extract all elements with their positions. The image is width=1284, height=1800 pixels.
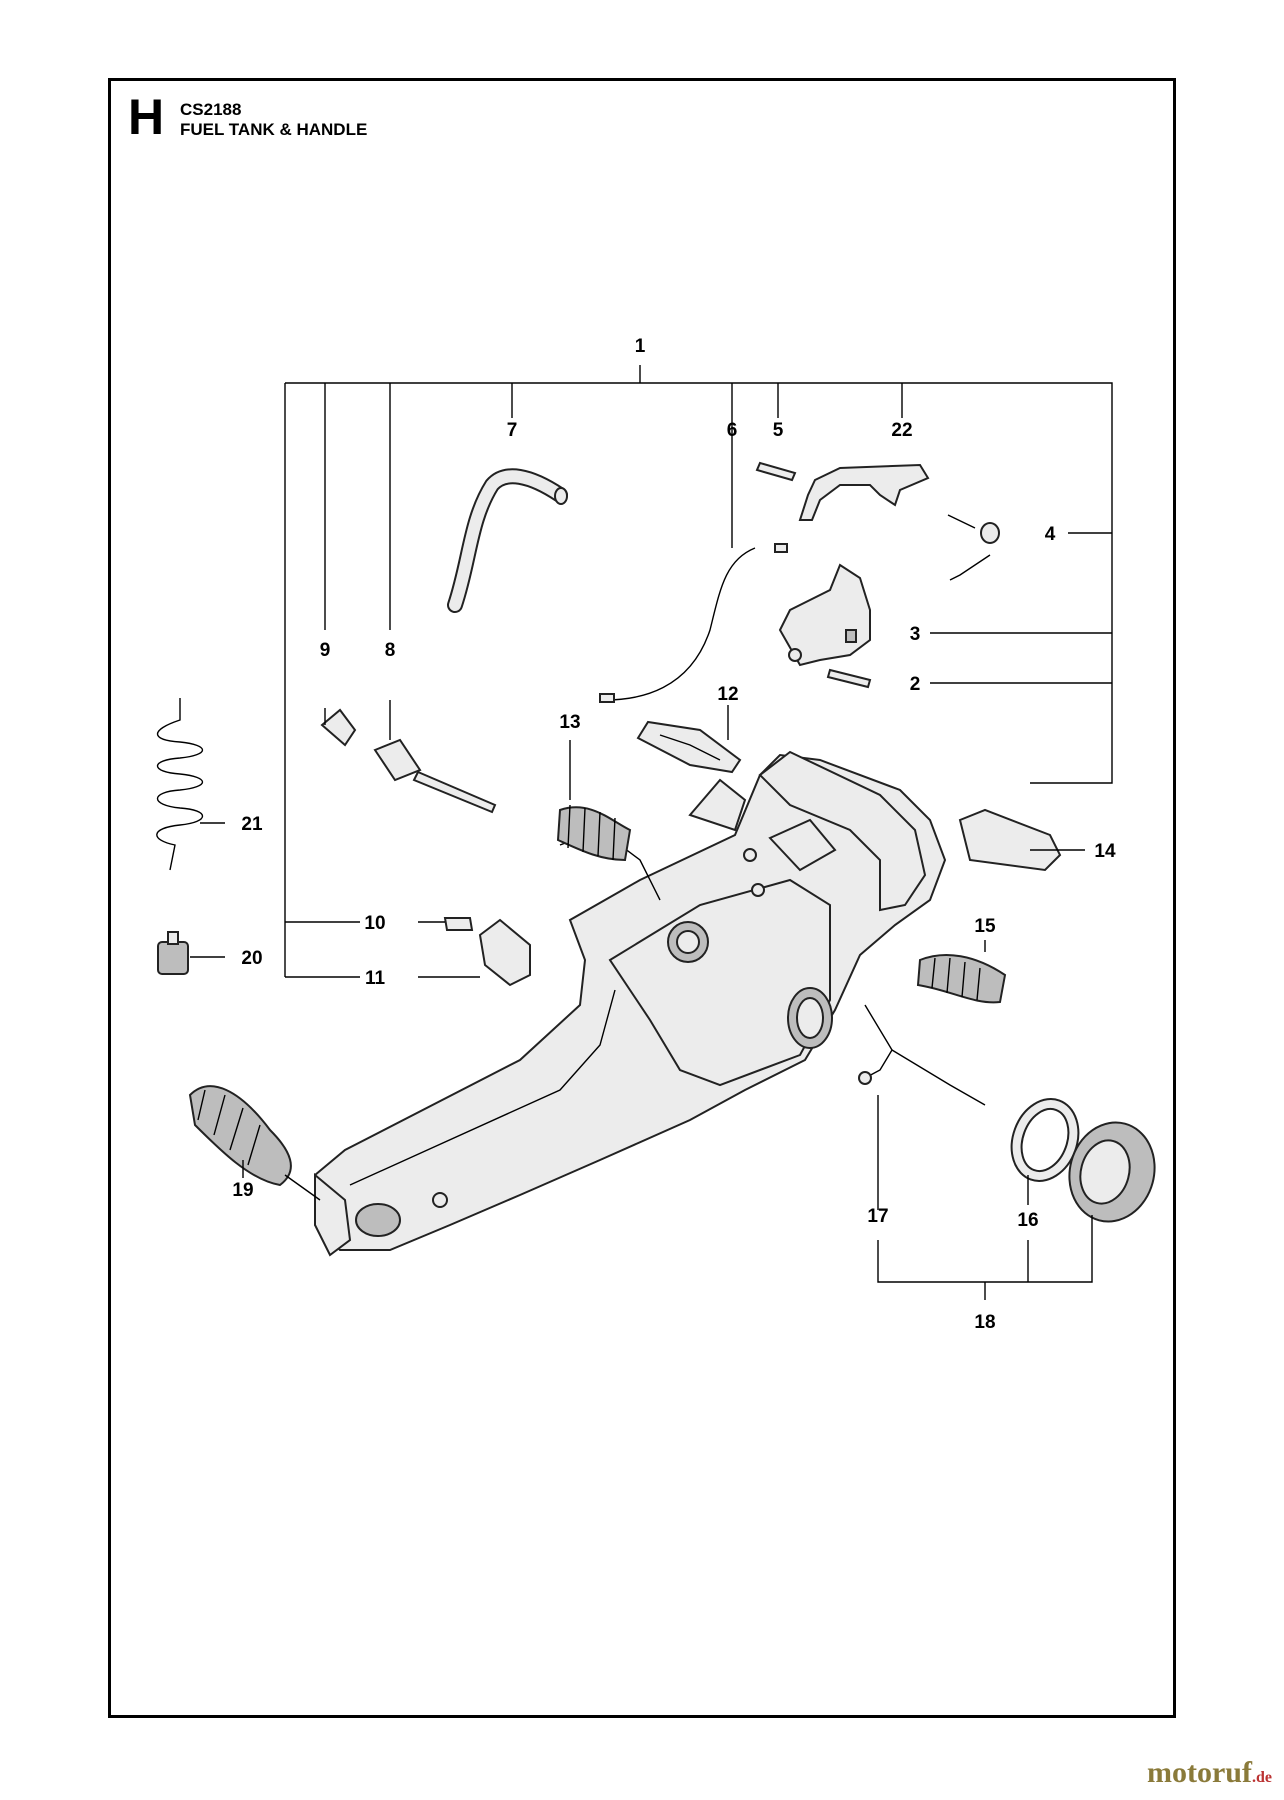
callout-1: 1 xyxy=(635,336,646,357)
part-12-air-filter-gasket xyxy=(636,720,742,774)
section-letter: H xyxy=(128,89,165,145)
callout-15: 15 xyxy=(974,916,996,937)
part-9-fitting xyxy=(320,708,357,747)
diagram-frame xyxy=(108,78,1176,1718)
part-10-screw xyxy=(443,917,474,931)
part-22-throttle-lockout xyxy=(798,463,930,521)
callout-8: 8 xyxy=(385,640,396,661)
callout-7: 7 xyxy=(507,420,518,441)
part-6-throttle-cable xyxy=(599,418,788,703)
part-21-fuel-pickup-hose xyxy=(156,698,225,871)
callout-6: 6 xyxy=(727,420,738,441)
callout-18: 18 xyxy=(974,1312,995,1333)
part-19-anti-vibration-spring xyxy=(188,1085,321,1201)
callout-17: 17 xyxy=(867,1206,888,1227)
callout-16: 16 xyxy=(1017,1210,1038,1231)
part-8-choke-rod xyxy=(373,700,497,814)
callout-19: 19 xyxy=(232,1180,253,1201)
watermark-logo: motoruf.de xyxy=(1147,1756,1272,1790)
assembly-1-bracket xyxy=(284,365,1113,978)
leader-lines xyxy=(418,705,1085,978)
callout-13: 13 xyxy=(559,712,580,733)
callout-14: 14 xyxy=(1094,841,1116,862)
part-3-throttle-trigger xyxy=(778,563,871,667)
part-14-handle-grip xyxy=(958,808,1062,872)
callout-12: 12 xyxy=(717,684,738,705)
part-5-pin xyxy=(755,461,797,482)
part-11-bracket xyxy=(478,918,531,987)
model-code: CS2188 xyxy=(180,100,242,119)
callout-4: 4 xyxy=(1045,524,1056,545)
section-title: FUEL TANK & HANDLE xyxy=(180,120,368,139)
callout-21: 21 xyxy=(241,814,263,835)
callout-20: 20 xyxy=(241,948,262,969)
part-20-fuel-filter xyxy=(157,931,225,975)
callout-11: 11 xyxy=(365,968,386,989)
part-7-fuel-hose xyxy=(447,468,568,613)
fuel-tank-handle-body xyxy=(314,750,947,1257)
watermark-text: motoruf xyxy=(1147,1756,1252,1789)
callout-2: 2 xyxy=(910,674,921,695)
assembly-18-bracket xyxy=(877,1240,1093,1300)
callout-9: 9 xyxy=(320,640,331,661)
callout-3: 3 xyxy=(910,624,921,645)
part-17-lever xyxy=(858,1004,986,1210)
callout-22: 22 xyxy=(891,420,912,441)
fuel-cap xyxy=(1068,1121,1156,1240)
watermark-suffix: .de xyxy=(1252,1769,1272,1786)
part-2-pin xyxy=(826,668,872,689)
callout-labels: 1 2 3 4 5 6 7 8 9 10 11 12 13 14 15 16 1… xyxy=(232,336,1116,1333)
part-4-spring xyxy=(947,514,1000,581)
part-15-anti-vibration-spring xyxy=(916,954,1007,1004)
part-16-gasket-ring xyxy=(1010,1098,1080,1205)
part-13-anti-vibration-spring xyxy=(556,804,632,862)
callout-10: 10 xyxy=(364,913,385,934)
callout-5: 5 xyxy=(773,420,784,441)
